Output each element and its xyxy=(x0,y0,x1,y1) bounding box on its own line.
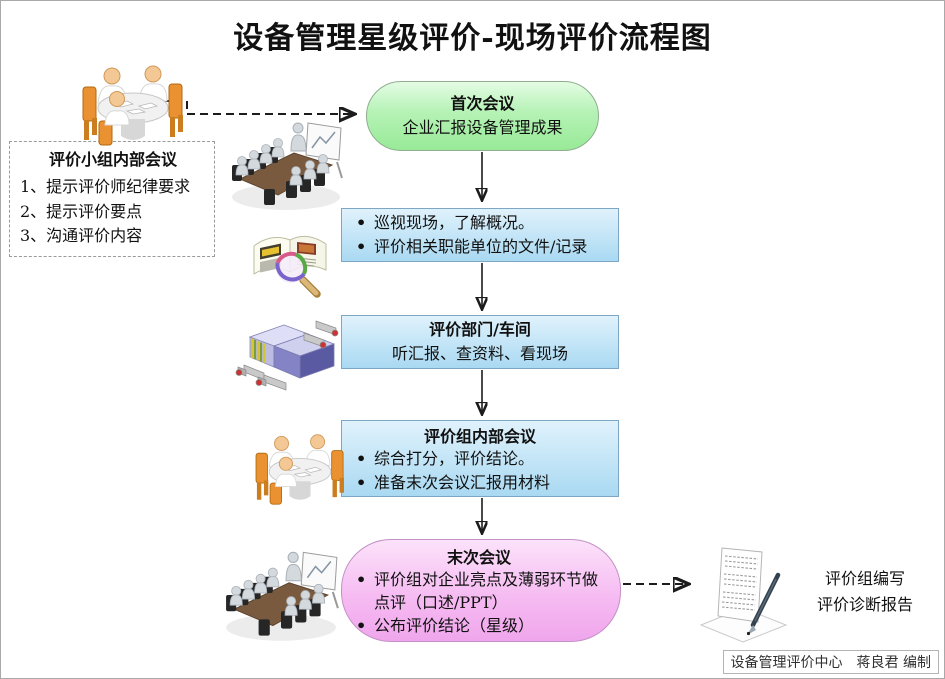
node-first-meeting-title: 首次会议 xyxy=(450,94,515,113)
node-internal-meeting: 评价组内部会议 综合打分，评价结论。 准备末次会议汇报用材料 xyxy=(341,420,619,497)
node-internal-meeting-title: 评价组内部会议 xyxy=(423,427,536,446)
node-dept-review: 评价部门/车间 听汇报、查资料、看现场 xyxy=(341,315,619,369)
node-final-meeting-title: 末次会议 xyxy=(446,548,511,567)
conference-presentation-icon xyxy=(232,122,343,210)
final-meeting-bullet-2: 公布评价结论（星级） xyxy=(352,614,606,637)
note-item-3: 3、沟通评价内容 xyxy=(20,226,143,246)
round-table-meeting-icon xyxy=(255,434,344,505)
node-first-meeting-subtitle: 企业汇报设备管理成果 xyxy=(402,118,563,137)
credit-line: 设备管理评价中心 蒋良君 编制 xyxy=(722,650,939,674)
report-note-line2: 评价诊断报告 xyxy=(816,595,913,615)
node-first-meeting: 首次会议 企业汇报设备管理成果 xyxy=(366,81,599,151)
round-table-meeting-icon xyxy=(82,65,183,146)
note-item-1: 1、提示评价师纪律要求 xyxy=(20,176,191,196)
node-dept-review-subtitle: 听汇报、查资料、看现场 xyxy=(391,344,568,363)
node-final-meeting: 末次会议 评价组对企业亮点及薄弱环节做点评（口述/PPT） 公布评价结论（星级） xyxy=(341,539,621,642)
report-document-pen-icon xyxy=(699,547,788,643)
internal-meeting-bullet-2: 准备末次会议汇报用材料 xyxy=(348,471,612,495)
note-title: 评价小组内部会议 xyxy=(48,150,177,169)
report-note-line1: 评价组编写 xyxy=(824,569,905,588)
node-dept-review-title: 评价部门/车间 xyxy=(429,320,531,339)
page-title: 设备管理星级评价-现场评价流程图 xyxy=(233,21,712,56)
node-site-tour: 巡视现场，了解概况。 评价相关职能单位的文件/记录 xyxy=(341,208,619,262)
machine-equipment-icon xyxy=(235,320,339,391)
book-magnifier-icon xyxy=(253,235,327,298)
report-note: 评价组编写 评价诊断报告 xyxy=(790,566,940,619)
internal-meeting-bullet-1: 综合打分，评价结论。 xyxy=(348,447,612,471)
final-meeting-bullet-1: 评价组对企业亮点及薄弱环节做点评（口述/PPT） xyxy=(352,568,606,614)
site-tour-bullet-1: 巡视现场，了解概况。 xyxy=(348,211,612,235)
note-item-2: 2、提示评价要点 xyxy=(20,201,143,221)
conference-presentation-icon xyxy=(226,551,339,641)
internal-team-meeting-note: 评价小组内部会议 1、提示评价师纪律要求 2、提示评价要点 3、沟通评价内容 xyxy=(9,141,215,257)
site-tour-bullet-2: 评价相关职能单位的文件/记录 xyxy=(348,235,612,259)
